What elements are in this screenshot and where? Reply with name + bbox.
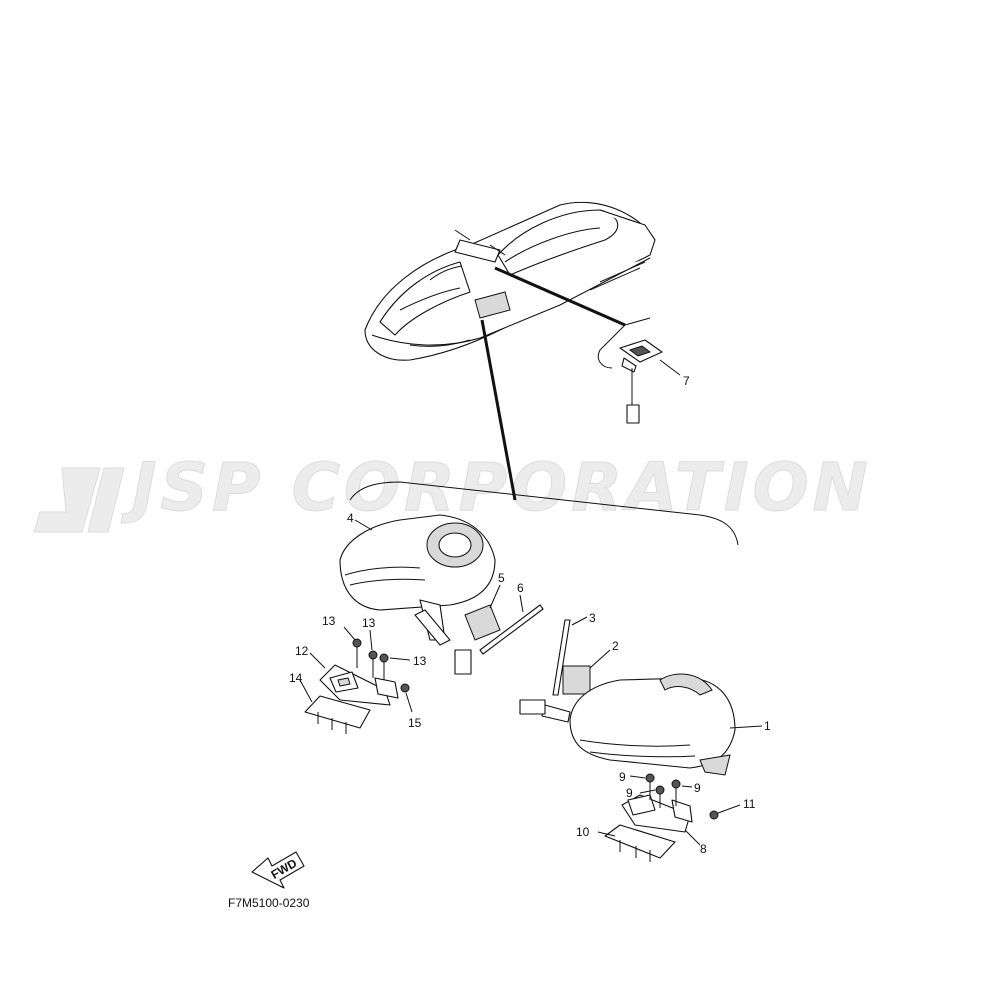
part-4-speaker-housing: 4 — [339, 511, 496, 675]
fwd-arrow-icon: FWD — [251, 851, 305, 889]
assembly-bracket-line — [349, 481, 739, 546]
callout-5: 5 — [498, 571, 505, 585]
callout-12: 12 — [295, 644, 309, 658]
callout-7: 7 — [683, 374, 690, 388]
part-5-pad: 5 — [464, 571, 505, 641]
callout-3: 3 — [589, 611, 596, 625]
callout-9b: 9 — [626, 786, 633, 800]
callout-11: 11 — [743, 797, 756, 811]
callout-10: 10 — [576, 825, 590, 839]
part-1-speaker-housing: 1 — [519, 673, 771, 776]
right-bracket-assembly: 9 9 9 11 10 8 — [576, 770, 756, 862]
callout-2: 2 — [612, 639, 619, 653]
diagram-code: F7M5100-0230 — [228, 896, 310, 910]
callout-15: 15 — [408, 716, 422, 730]
watermark-text: JSP CORPORATION — [121, 449, 872, 526]
left-bracket-assembly: 13 13 13 12 14 15 — [289, 614, 427, 734]
watercraft-illustration — [364, 201, 656, 361]
callout-14: 14 — [289, 671, 303, 685]
callout-6: 6 — [517, 581, 524, 595]
callout-1: 1 — [764, 719, 771, 733]
callout-13a: 13 — [322, 614, 336, 628]
part-3-tie: 3 — [552, 611, 596, 696]
overview-leaders — [480, 266, 651, 501]
watermark-logo — [33, 467, 125, 533]
callout-13c: 13 — [413, 654, 427, 668]
callout-9c: 9 — [694, 781, 701, 795]
callout-4: 4 — [347, 511, 354, 525]
part-7-switch: 7 — [619, 339, 690, 424]
callout-9a: 9 — [619, 770, 626, 784]
part-6-tie: 6 — [479, 581, 544, 655]
callout-8: 8 — [700, 842, 707, 856]
callout-13b: 13 — [362, 616, 376, 630]
watermark: JSP CORPORATION — [33, 449, 872, 533]
